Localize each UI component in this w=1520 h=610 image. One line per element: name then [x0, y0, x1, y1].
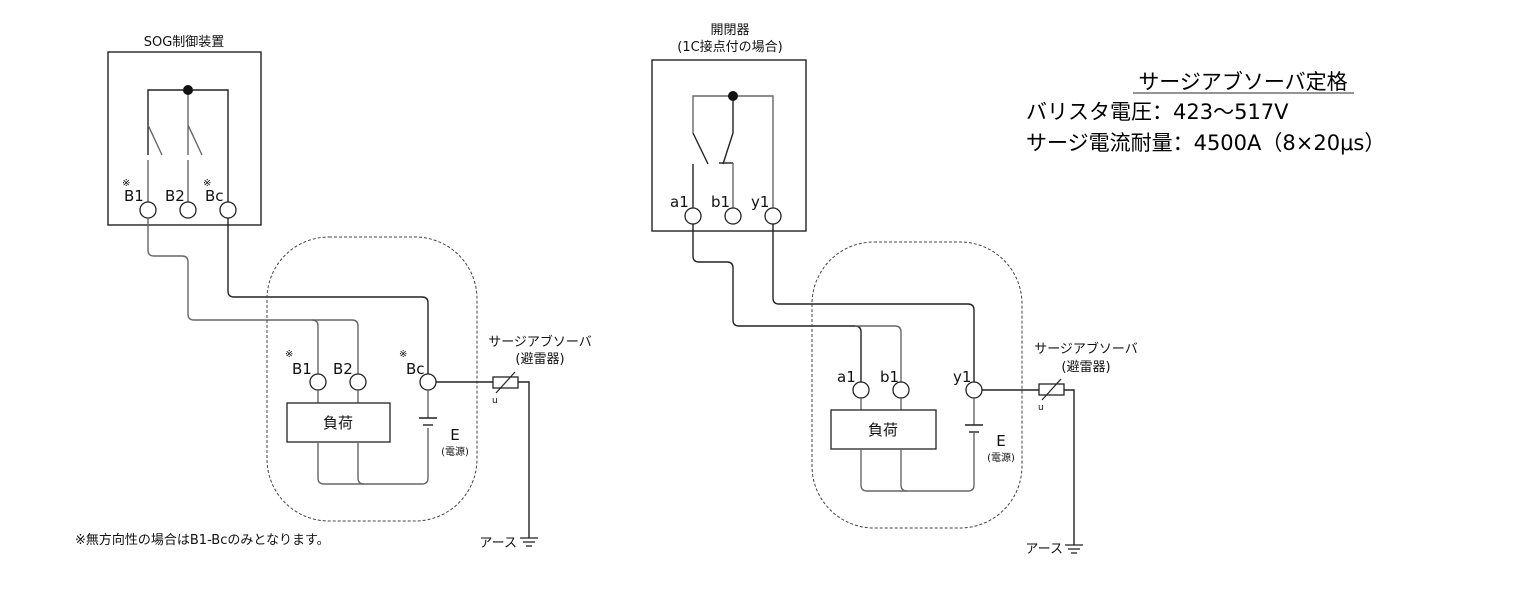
- terminal-bc: [219, 201, 237, 219]
- junction-dot: [183, 85, 193, 95]
- surge-absorber-label: サージアブソーバ: [1034, 341, 1138, 357]
- terminal-label-b1: b1: [711, 193, 730, 211]
- right-diagram: 開閉器 (1C接点付の場合) a1 b1 y1 a1 b1 y1: [651, 23, 1138, 557]
- load-label: 負荷: [323, 414, 353, 432]
- load-enclosure-dashed: [266, 236, 478, 522]
- source-sub-label: (電源): [987, 451, 1015, 464]
- sog-controller-box: [107, 51, 262, 226]
- terminal-b2: [179, 201, 197, 219]
- lower-terminal-bc: [419, 373, 437, 391]
- lower-terminal-label-b1: b1: [880, 368, 899, 386]
- terminal-label-a1: a1: [670, 193, 689, 211]
- surge-current-rating: サージ電流耐量：4500A（8×20μs）: [1026, 131, 1385, 155]
- lower-terminal-label-y1: y1: [953, 368, 971, 386]
- lower-terminal-y1: [965, 381, 983, 399]
- lower-terminal-b1: [309, 373, 327, 391]
- lower-terminal-label-b2: B2: [333, 360, 353, 378]
- varistor-mark: u: [1038, 403, 1044, 413]
- surge-absorber-label: サージアブソーバ: [488, 334, 592, 350]
- switch-1c-contact: [692, 91, 774, 208]
- earth-label: アース: [479, 536, 517, 551]
- lower-terminal-label-bc: Bc: [406, 360, 425, 378]
- note-mark-b1: ※: [122, 178, 130, 189]
- switch-device-subtitle: (1C接点付の場合): [677, 39, 783, 55]
- load-box: [830, 409, 937, 450]
- earth-label: アース: [1025, 542, 1063, 557]
- rating-title: サージアブソーバ定格: [1138, 70, 1347, 94]
- sog-switch-contacts: [147, 85, 229, 202]
- terminal-a1: [684, 207, 702, 225]
- terminal-b1: [724, 207, 742, 225]
- battery-symbol: [965, 398, 983, 433]
- load-box: [286, 402, 391, 443]
- surge-absorber-rating: サージアブソーバ定格 バリスタ電圧：423～517V サージ電流耐量：4500A…: [1026, 70, 1385, 155]
- load-label: 負荷: [868, 421, 898, 439]
- lower-terminal-a1: [852, 381, 870, 399]
- note-mark-bc: ※: [203, 178, 211, 189]
- earth-ground-icon: [520, 537, 538, 547]
- varistor-voltage: バリスタ電圧：423～517V: [1026, 100, 1289, 124]
- load-enclosure-dashed: [811, 241, 1023, 529]
- source-label: E: [450, 426, 459, 444]
- note-mark-lower-bc: ※: [399, 349, 407, 360]
- battery-symbol: [419, 390, 437, 426]
- switch-device-title: 開閉器: [710, 23, 749, 38]
- lower-terminal-label-b1: B1: [292, 360, 312, 378]
- terminal-label-b2: B2: [165, 187, 185, 205]
- switch-device-box: [651, 59, 807, 232]
- terminal-b1: [139, 201, 157, 219]
- terminal-label-bc: Bc: [205, 187, 224, 205]
- surge-absorber-sub-label: (避雷器): [1061, 360, 1110, 375]
- varistor-mark: u: [492, 396, 498, 406]
- source-label: E: [996, 432, 1005, 450]
- source-sub-label: (電源): [441, 445, 469, 458]
- junction-dot: [728, 91, 738, 101]
- note-mark-lower-b1: ※: [285, 349, 293, 360]
- left-connecting-wires: [147, 218, 429, 374]
- footnote: ※無方向性の場合はB1-Bcのみとなります。: [75, 532, 330, 548]
- earth-ground-icon: [1065, 544, 1083, 554]
- surge-absorber-sub-label: (避雷器): [515, 352, 564, 367]
- terminal-label-y1: y1: [751, 193, 769, 211]
- terminal-label-b1: B1: [124, 187, 144, 205]
- lower-terminal-b2: [349, 373, 367, 391]
- terminal-y1: [764, 207, 782, 225]
- lower-terminal-label-a1: a1: [837, 368, 856, 386]
- sog-controller-title: SOG制御装置: [144, 35, 225, 50]
- right-connecting-wires: [692, 224, 975, 382]
- left-diagram: SOG制御装置 ※ ※ B1 B2 Bc ※ ※: [75, 35, 592, 551]
- lower-terminal-b1: [892, 381, 910, 399]
